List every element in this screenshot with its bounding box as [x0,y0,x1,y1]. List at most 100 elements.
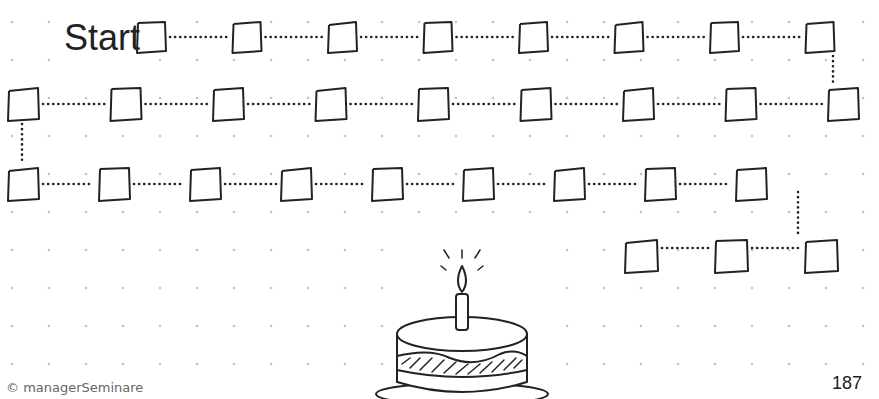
dotted-connector [658,103,721,106]
grid-dot [418,135,421,138]
grid-dot [196,97,199,100]
grid-dot [344,59,347,62]
grid-dot [492,59,495,62]
dotted-connector [248,103,311,106]
grid-dot [862,249,865,252]
grid-dot [270,211,273,214]
grid-dot [751,363,754,366]
empty-box [463,168,494,201]
grid-dot [603,59,606,62]
grid-dot [11,59,14,62]
empty-box [625,240,658,273]
grid-dot [307,287,310,290]
grid-dot [233,363,236,366]
page-number: 187 [832,374,862,394]
grid-dot [603,21,606,24]
grid-dot [640,173,643,176]
grid-dot [307,97,310,100]
grid-dot [270,363,273,366]
grid-dot [788,59,791,62]
dotted-connector [361,36,419,39]
grid-dot [825,287,828,290]
grid-dot [862,135,865,138]
empty-box [316,88,347,121]
grid-dot [11,325,14,328]
dotted-connector [797,192,800,236]
grid-dot [714,325,717,328]
empty-box [615,22,644,53]
grid-dot [196,211,199,214]
grid-dot [455,173,458,176]
grid-dot [307,59,310,62]
grid-dot [307,325,310,328]
grid-dot [159,363,162,366]
grid-dot [381,21,384,24]
dotted-connector [43,183,94,186]
grid-dot [862,21,865,24]
grid-dot [381,363,384,366]
grid-dot [270,325,273,328]
grid-dot [603,287,606,290]
grid-dot [85,325,88,328]
empty-box [372,168,403,201]
grid-dot [529,211,532,214]
grid-dot [714,97,717,100]
grid-dot [677,97,680,100]
grid-dot [159,97,162,100]
dotted-connector [316,183,367,186]
grid-dot [48,249,51,252]
grid-dot [788,21,791,24]
grid-dot [381,249,384,252]
grid-dot [529,135,532,138]
empty-box [99,168,130,201]
grid-dot [307,211,310,214]
empty-box [418,88,449,121]
dotted-connector [498,183,549,186]
empty-box [328,22,357,53]
grid-dot [862,59,865,62]
dotted-connector [225,183,276,186]
grid-dot [492,211,495,214]
dotted-connector [146,103,209,106]
grid-dot [344,211,347,214]
grid-dot [566,97,569,100]
grid-dot [344,249,347,252]
grid-dot [566,325,569,328]
grid-dot [381,97,384,100]
grid-dot [677,325,680,328]
grid-dot [381,287,384,290]
grid-dot [640,135,643,138]
dotted-connector [743,36,801,39]
dotted-connector [680,183,731,186]
grid-dot [825,211,828,214]
grid-dot [677,59,680,62]
grid-dot [307,135,310,138]
grid-dot [566,21,569,24]
grid-dot [418,173,421,176]
grid-dot [307,21,310,24]
grid-dot [455,135,458,138]
grid-dot [788,173,791,176]
dotted-connector [589,183,640,186]
grid-dot [677,135,680,138]
grid-dot [11,363,14,366]
grid-dot [640,325,643,328]
grid-dot [48,173,51,176]
grid-dot [862,325,865,328]
dotted-connector [351,103,414,106]
grid-dot [714,135,717,138]
grid-dot [48,363,51,366]
grid-dot [11,21,14,24]
grid-dot [751,135,754,138]
dotted-connector [21,124,24,164]
grid-dot [85,211,88,214]
grid-dot [714,363,717,366]
grid-dot [566,287,569,290]
grid-dot [307,363,310,366]
grid-dot [48,21,51,24]
grid-dot [122,363,125,366]
dotted-connector [457,36,515,39]
empty-box [828,88,859,121]
dotted-connector [761,103,824,106]
